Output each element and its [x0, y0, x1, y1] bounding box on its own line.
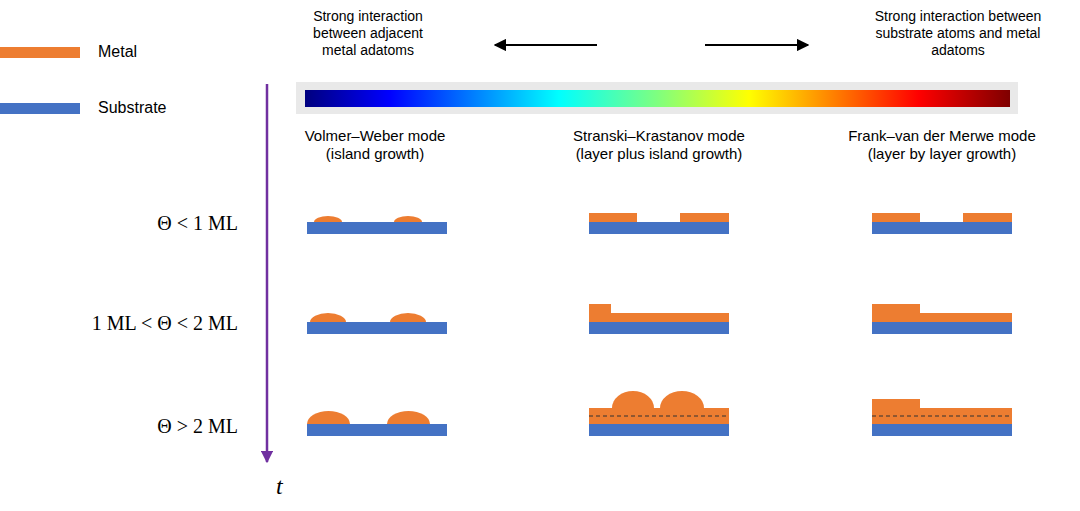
metal-island: [387, 411, 430, 424]
legend-swatch: [0, 47, 80, 58]
metal-layer: [589, 213, 637, 222]
row-2-illustration: [307, 304, 1012, 334]
substrate-layer: [872, 424, 1012, 436]
direction-arrow: [495, 44, 597, 46]
metal-island: [390, 313, 426, 322]
legend-swatch: [0, 103, 80, 114]
metal-island: [612, 391, 654, 408]
substrate-layer: [872, 322, 1012, 334]
colorbar-frame: [296, 82, 1018, 114]
metal-layer: [589, 304, 729, 322]
column-header: Stranski–Krastanov mode (layer plus isla…: [557, 127, 762, 163]
column-header: Volmer–Weber mode (island growth): [293, 127, 458, 163]
legend-label: Metal: [98, 42, 137, 61]
substrate-layer: [589, 322, 729, 334]
substrate-layer: [307, 322, 447, 334]
substrate-layer: [307, 222, 447, 234]
metal-island: [310, 313, 346, 322]
metal-layer: [872, 213, 920, 222]
axis-note: Strong interaction between substrate ato…: [872, 8, 1044, 58]
metal-island: [660, 391, 704, 408]
metal-layer: [872, 304, 1012, 322]
colorbar: [305, 90, 1010, 107]
row-3-illustration: [307, 391, 1012, 436]
row-1-illustration: [307, 213, 1012, 234]
metal-layer: [872, 399, 1012, 424]
row-label: Θ < 1 ML: [8, 211, 238, 235]
metal-island: [394, 216, 422, 222]
metal-layer: [963, 213, 1012, 222]
axis-label: t: [276, 472, 296, 501]
metal-island: [307, 411, 350, 424]
column-header: Frank–van der Merwe mode (layer by layer…: [840, 127, 1045, 163]
substrate-layer: [872, 222, 1012, 234]
substrate-layer: [589, 424, 729, 436]
layer-boundary: [589, 416, 729, 417]
legend-label: Substrate: [98, 98, 166, 117]
axis-note: Strong interaction between adjacent meta…: [298, 8, 438, 58]
metal-layer: [680, 213, 729, 222]
layer-boundary: [872, 416, 1012, 417]
row-label: Θ > 2 ML: [8, 414, 238, 438]
row-label: 1 ML < Θ < 2 ML: [8, 311, 238, 335]
substrate-layer: [589, 222, 729, 234]
substrate-layer: [307, 424, 447, 436]
metal-island: [314, 216, 342, 222]
time-arrow: [266, 84, 269, 462]
direction-arrow: [705, 44, 808, 46]
metal-layer: [589, 408, 729, 424]
